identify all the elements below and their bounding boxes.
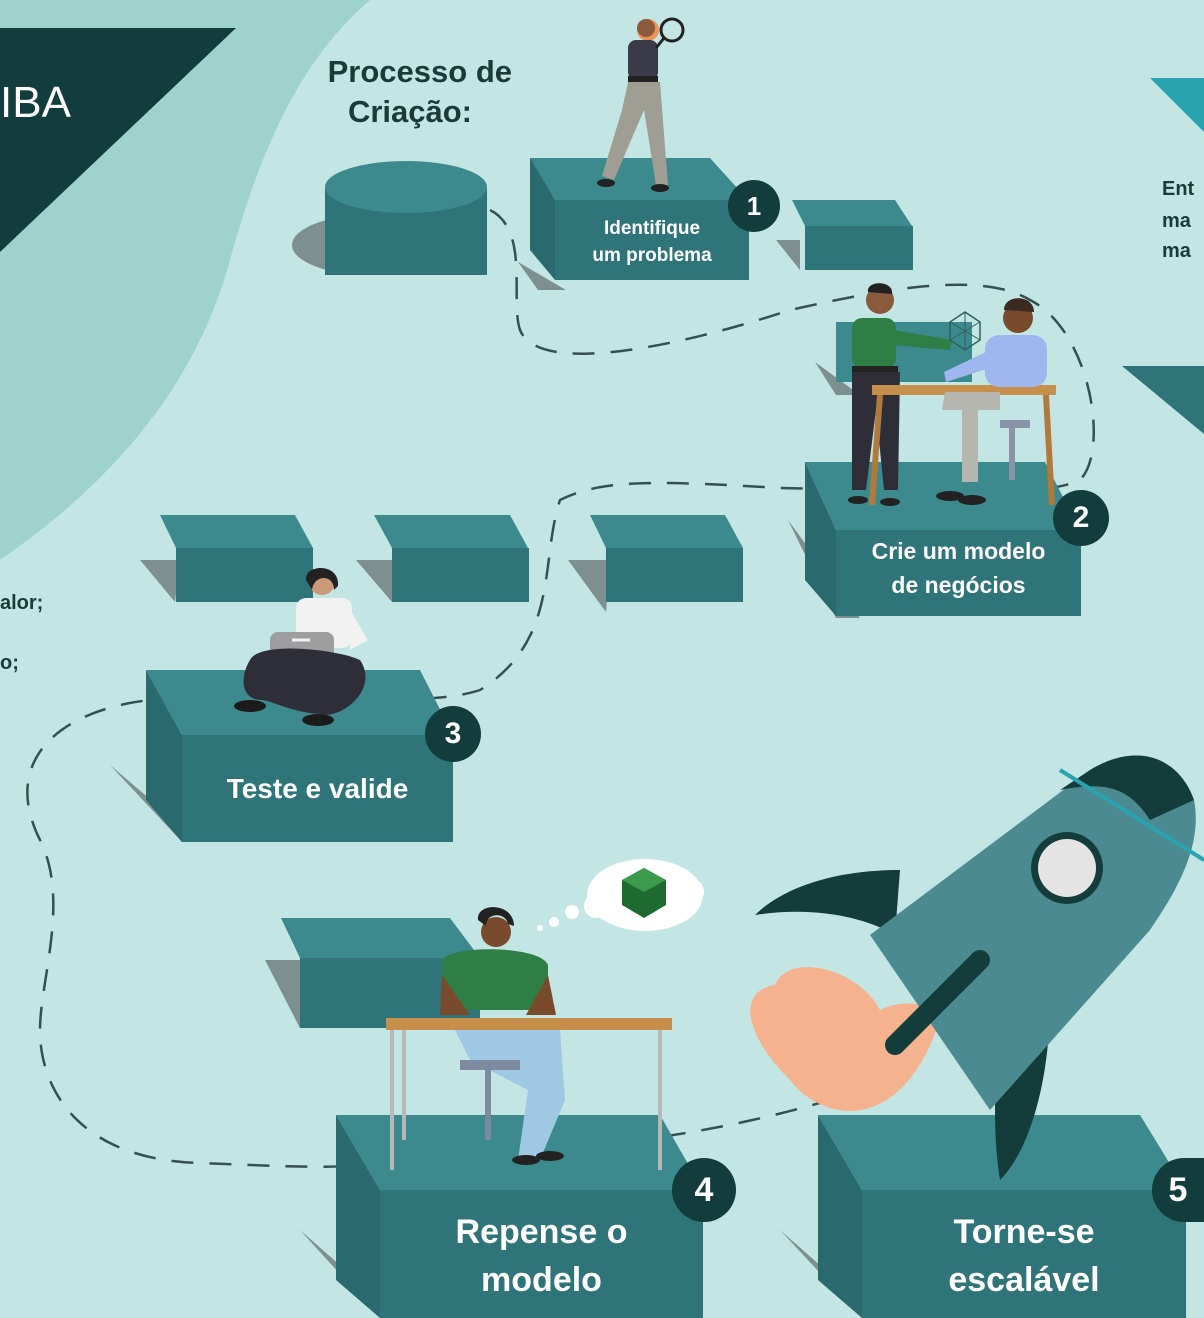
cylinder-block (292, 161, 487, 275)
step3-badge: 3 (425, 706, 481, 762)
step2-label-line1: Crie um modelo (871, 538, 1046, 564)
box-row-a (140, 515, 313, 602)
step5-label-line2: escalável (948, 1261, 1100, 1299)
person-with-magnifier (597, 17, 685, 192)
person-with-laptop (234, 567, 368, 726)
rocket-flame (750, 966, 940, 1111)
page-title-line1: Processo de (327, 54, 512, 89)
right-triangle-bottom (1122, 366, 1204, 434)
step3-label-line1: Teste e valide (226, 773, 409, 804)
left-text-line2: o; (0, 652, 19, 674)
hologram-cube-icon (949, 311, 981, 351)
corner-text: IBA (0, 78, 71, 127)
step5-label-line1: Torne-se (953, 1213, 1095, 1251)
step4-label-line1: Repense o (455, 1213, 628, 1251)
rocket (750, 755, 1204, 1180)
box-step1 (518, 158, 749, 290)
person-thinking (440, 907, 565, 1165)
rocket-fin-left (755, 870, 900, 935)
box-right-small (776, 200, 913, 270)
dashed-path (26, 208, 1096, 1168)
step4-badge: 4 (672, 1158, 736, 1222)
rocket-body (870, 755, 1196, 1110)
desk-step2 (869, 385, 1056, 506)
step1-badge: 1 (728, 180, 780, 232)
step2-badge: 2 (1053, 490, 1109, 546)
corner-banner (0, 28, 236, 252)
step2-label-line2: de negócios (891, 572, 1026, 598)
right-text-line3: ma (1162, 240, 1191, 262)
step1-label-line2: um problema (592, 245, 712, 266)
page-title-line2: Criação: (347, 94, 472, 129)
step5-badge: 5 (1152, 1158, 1204, 1222)
desk-step4 (386, 1018, 672, 1170)
box-row-c (568, 515, 743, 612)
left-text-line1: alor; (0, 592, 44, 614)
thought-cloud (537, 859, 704, 931)
man-seated (936, 298, 1047, 505)
step4-label-line2: modelo (481, 1261, 602, 1299)
right-text-line2: ma (1162, 210, 1191, 232)
right-triangle-top (1150, 78, 1204, 132)
step1-label-line1: Identifique (603, 218, 701, 239)
woman-standing (848, 283, 952, 506)
box-row-b (356, 515, 529, 602)
right-text-line1: Ent (1162, 178, 1195, 200)
